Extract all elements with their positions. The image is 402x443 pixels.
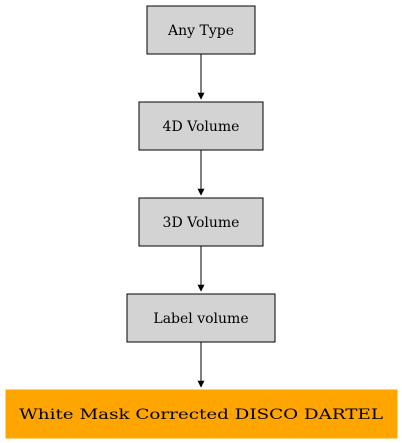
node-any-type: Any Type	[146, 5, 256, 55]
node-3d-volume: 3D Volume	[138, 197, 264, 247]
node-label: 4D Volume	[163, 119, 240, 135]
node-label: Label volume	[153, 311, 248, 327]
node-box	[138, 101, 264, 151]
node-label-volume: Label volume	[126, 293, 276, 343]
node-label: White Mask Corrected DISCO DARTEL	[19, 407, 383, 423]
node-box	[5, 389, 398, 439]
node-white-mask-corrected-disco-dartel: White Mask Corrected DISCO DARTEL	[5, 389, 398, 439]
node-box	[146, 5, 256, 55]
node-box	[126, 293, 276, 343]
node-label: Any Type	[167, 23, 234, 39]
node-4d-volume: 4D Volume	[138, 101, 264, 151]
node-label: 3D Volume	[163, 215, 240, 231]
node-box	[138, 197, 264, 247]
